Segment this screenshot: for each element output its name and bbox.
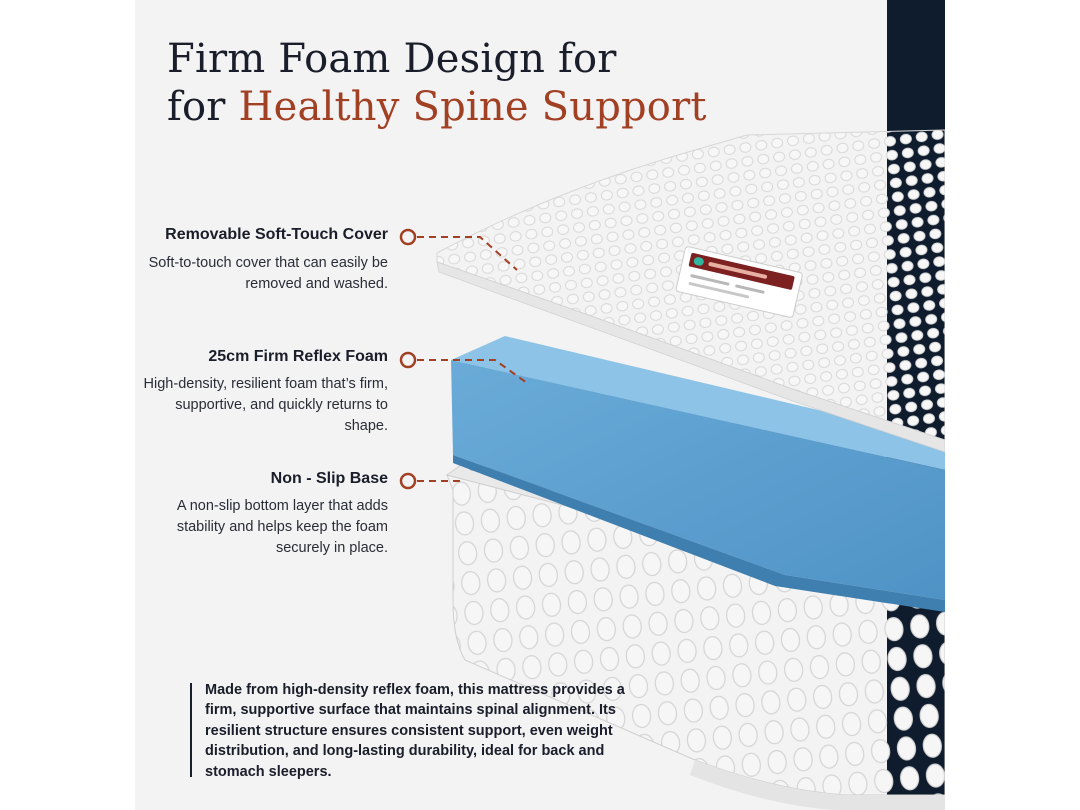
feature-heading-foam: 25cm Firm Reflex Foam xyxy=(208,348,388,365)
feature-heading-cover: Removable Soft-Touch Cover xyxy=(165,226,388,243)
callout-base xyxy=(399,472,465,490)
feature-description-cover: Soft-to-touch cover that can easily be r… xyxy=(148,255,388,292)
reflex-foam-layer xyxy=(451,336,945,612)
title-prefix: for xyxy=(167,84,239,130)
callout-circle-icon xyxy=(399,351,417,369)
feature-description-foam: High-density, resilient foam that’s firm… xyxy=(143,376,388,434)
leader-line xyxy=(417,236,518,271)
title-highlight: Healthy Spine Support xyxy=(238,84,707,130)
callout-circle-icon xyxy=(399,228,417,246)
callout-circle-icon xyxy=(399,472,417,490)
soft-touch-cover-layer xyxy=(436,129,945,453)
leader-line xyxy=(417,359,528,384)
feature-heading-base: Non - Slip Base xyxy=(270,470,388,487)
callout-cover xyxy=(399,228,518,271)
brand-label xyxy=(675,246,803,318)
summary-accent-bar xyxy=(190,683,192,777)
mattress-layers-illustration xyxy=(399,129,945,810)
infographic-canvas: Firm Foam Design for for Healthy Spine S… xyxy=(135,0,945,810)
feature-description-base: A non-slip bottom layer that adds stabil… xyxy=(176,498,388,556)
title-line-1: Firm Foam Design for xyxy=(167,36,617,82)
title-line-2: for Healthy Spine Support xyxy=(167,84,707,130)
summary-paragraph: Made from high-density reflex foam, this… xyxy=(205,682,625,780)
callout-foam xyxy=(399,351,528,384)
